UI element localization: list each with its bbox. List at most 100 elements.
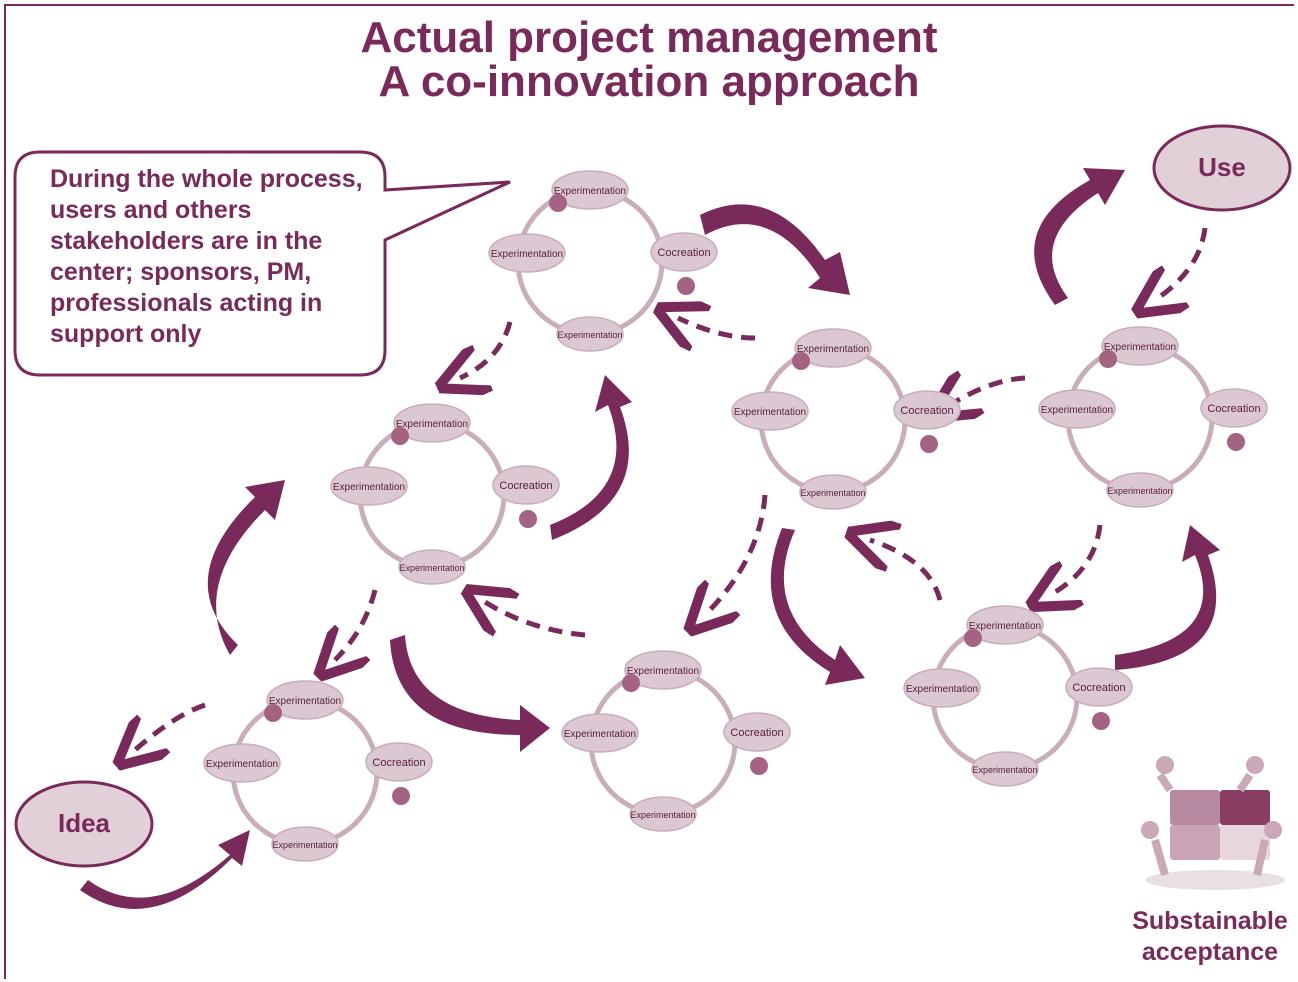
cycle-node-label-right: Cocreation bbox=[499, 480, 552, 492]
dash-arrow-4 bbox=[460, 321, 513, 378]
cycle-node-label-right: Cocreation bbox=[1207, 403, 1260, 415]
cycle-node-top bbox=[966, 605, 1044, 645]
cycle-node-left bbox=[330, 466, 408, 506]
title-line-2: A co-innovation approach bbox=[378, 57, 920, 106]
arrow-cycle2-to-cycle3 bbox=[550, 375, 632, 540]
cycle-node-label-left: Experimentation bbox=[1041, 405, 1113, 416]
diagram-title: Actual project management A co-innovatio… bbox=[0, 16, 1298, 104]
cycle-node-bottom bbox=[271, 826, 339, 862]
cycle-node-left bbox=[1038, 389, 1116, 429]
cycle-dot bbox=[677, 277, 695, 295]
cycle-node-left bbox=[903, 668, 981, 708]
cycle-node-label-bottom: Experimentation bbox=[1107, 486, 1172, 496]
cycle-node-right bbox=[893, 390, 961, 430]
dash-arrow-3 bbox=[485, 602, 586, 638]
cycle-node-label-right: Cocreation bbox=[1072, 682, 1125, 694]
cycle-dot bbox=[1227, 433, 1245, 451]
cycle-node-top bbox=[266, 680, 344, 720]
cycle-dot bbox=[792, 352, 810, 370]
cycle-node-bottom bbox=[556, 316, 624, 352]
title-line-1: Actual project management bbox=[360, 13, 938, 62]
cycle-node-top bbox=[624, 650, 702, 690]
cycle-dot bbox=[1092, 712, 1110, 730]
cycle-dot bbox=[750, 757, 768, 775]
dash-arrow-6 bbox=[705, 494, 768, 615]
cycle-node-label-top: Experimentation bbox=[396, 419, 468, 430]
cycle-node-label-left: Experimentation bbox=[564, 729, 636, 740]
cycle-node-label-top: Experimentation bbox=[969, 621, 1041, 632]
cycle-node-top bbox=[393, 403, 471, 443]
cycle-node-label-left: Experimentation bbox=[906, 684, 978, 695]
cycle-node-label-bottom: Experimentation bbox=[972, 765, 1037, 775]
cycle-dot bbox=[391, 427, 409, 445]
cycle-node-top bbox=[551, 170, 629, 210]
callout-bubble bbox=[13, 150, 511, 377]
cycle-node-label-right: Cocreation bbox=[900, 405, 953, 417]
cycle-node-label-left: Experimentation bbox=[206, 759, 278, 770]
cycle-node-label-left: Experimentation bbox=[333, 482, 405, 493]
dash-arrow-5 bbox=[678, 318, 756, 338]
cycle-node-top bbox=[794, 328, 872, 368]
cycle-node-right bbox=[1200, 388, 1268, 428]
cycle-node-right bbox=[723, 712, 791, 752]
cycle-node-label-bottom: Experimentation bbox=[272, 840, 337, 850]
cycle-node-label-top: Experimentation bbox=[269, 696, 341, 707]
dash-arrow-7 bbox=[870, 540, 943, 601]
cycle-node-label-right: Cocreation bbox=[657, 247, 710, 259]
cycle-dot bbox=[549, 194, 567, 212]
cycle-node-right bbox=[365, 742, 433, 782]
cycle-node-label-top: Experimentation bbox=[627, 666, 699, 677]
arrow-cycle3-to-cycle5 bbox=[700, 204, 850, 295]
dash-arrow-2 bbox=[335, 589, 378, 660]
cycle-node-bottom bbox=[629, 796, 697, 832]
cycle-node-left bbox=[203, 743, 281, 783]
dash-arrow-1 bbox=[135, 702, 206, 750]
cycle-dot bbox=[392, 787, 410, 805]
cycle-dot bbox=[920, 435, 938, 453]
arrow-cycle6-to-cycle7 bbox=[1115, 525, 1220, 670]
idea-label: Idea bbox=[57, 808, 111, 838]
cycle-node-left bbox=[561, 713, 639, 753]
dash-arrow-8 bbox=[950, 378, 1026, 405]
arrow-cycle5-to-cycle6 bbox=[770, 528, 865, 685]
arrow-cycle1-to-cycle2 bbox=[207, 480, 285, 655]
cycle-node-right bbox=[650, 232, 718, 272]
cycle-dot bbox=[519, 510, 537, 528]
cycle-node-label-right: Cocreation bbox=[730, 727, 783, 739]
cycle-node-label-bottom: Experimentation bbox=[399, 563, 464, 573]
cycle-node-left bbox=[731, 391, 809, 431]
cycle-node-bottom bbox=[799, 474, 867, 510]
callout-text: During the whole process, users and othe… bbox=[50, 165, 363, 348]
cycle-node-bottom bbox=[1106, 472, 1174, 508]
cycle-node-label-left: Experimentation bbox=[491, 249, 563, 260]
cycle-node-top bbox=[1101, 326, 1179, 366]
cycle-node-left bbox=[488, 233, 566, 273]
dash-arrow-9 bbox=[1050, 524, 1103, 595]
cycle-dot bbox=[964, 629, 982, 647]
use-oval bbox=[1152, 124, 1292, 212]
arrow-cycle2-to-cycle4 bbox=[390, 635, 550, 752]
cycle-dot bbox=[264, 704, 282, 722]
cycle-node-label-bottom: Experimentation bbox=[557, 330, 622, 340]
cycle-node-label-left: Experimentation bbox=[734, 407, 806, 418]
cycle-node-label-top: Experimentation bbox=[1104, 342, 1176, 353]
cycle-node-label-top: Experimentation bbox=[797, 344, 869, 355]
cycle-node-right bbox=[1065, 667, 1133, 707]
cycle-node-bottom bbox=[971, 751, 1039, 787]
idea-oval bbox=[14, 780, 154, 868]
cycle-node-label-right: Cocreation bbox=[372, 757, 425, 769]
arrow-idea-to-cycle1 bbox=[80, 830, 250, 909]
cycle-node-label-top: Experimentation bbox=[554, 186, 626, 197]
cycle-node-label-bottom: Experimentation bbox=[800, 488, 865, 498]
cycle-node-right bbox=[492, 465, 560, 505]
outcome-label: Substainable acceptance bbox=[1132, 907, 1288, 966]
cycle-dot bbox=[1099, 350, 1117, 368]
cycle-node-bottom bbox=[398, 549, 466, 585]
diagram-frame bbox=[4, 4, 1294, 979]
